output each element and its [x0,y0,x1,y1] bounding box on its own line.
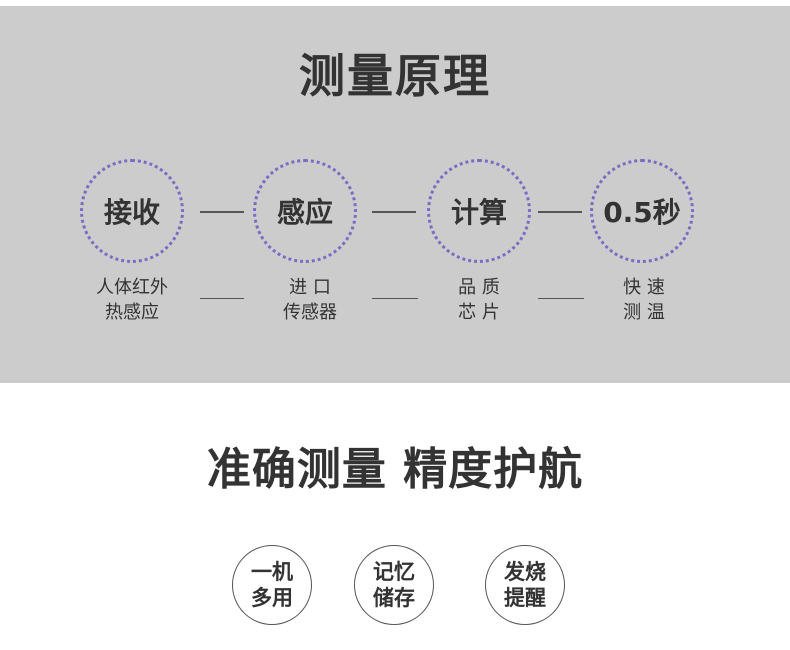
caption-connector [538,298,584,299]
caption-connector [372,298,418,299]
feature-badge-memory: 记忆 储存 [354,545,434,625]
feature-badge-multi-use: 一机 多用 [232,545,312,625]
feature-line: 提醒 [504,586,546,610]
feature-line: 多用 [251,586,293,610]
step-connector [538,211,582,213]
step-caption-compute: 品 质 芯 片 [419,275,539,325]
caption-line: 传感器 [283,302,337,323]
step-caption-speed: 快 速 测 温 [584,275,704,325]
principle-title: 测量原理 [299,49,491,103]
feature-line: 一机 [251,560,293,584]
step-connector [200,211,244,213]
feature-line: 发烧 [504,560,546,584]
step-caption-receive: 人体红外 热感应 [72,275,192,325]
feature-badge-fever-alert: 发烧 提醒 [485,545,565,625]
caption-line: 热感应 [105,302,159,323]
feature-line: 储存 [373,586,415,610]
caption-line: 进 口 [289,277,331,298]
step-circle-speed: 0.5秒 [590,159,694,263]
step-circle-receive: 接收 [80,159,184,263]
caption-line: 人体红外 [96,277,168,298]
feature-line: 记忆 [373,560,415,584]
step-caption-sense: 进 口 传感器 [250,275,370,325]
step-circle-compute: 计算 [427,159,531,263]
step-connector [372,211,416,213]
caption-line: 芯 片 [458,302,500,323]
caption-line: 品 质 [458,277,500,298]
measurement-principle-panel: 测量原理 接收 感应 计算 0.5秒 人体红外 热感应 进 口 传感器 品 质 … [0,6,790,383]
headline: 准确测量 精度护航 [206,444,584,495]
caption-connector [200,298,244,299]
step-circle-sense: 感应 [253,159,357,263]
caption-line: 测 温 [623,302,665,323]
caption-line: 快 速 [623,277,665,298]
